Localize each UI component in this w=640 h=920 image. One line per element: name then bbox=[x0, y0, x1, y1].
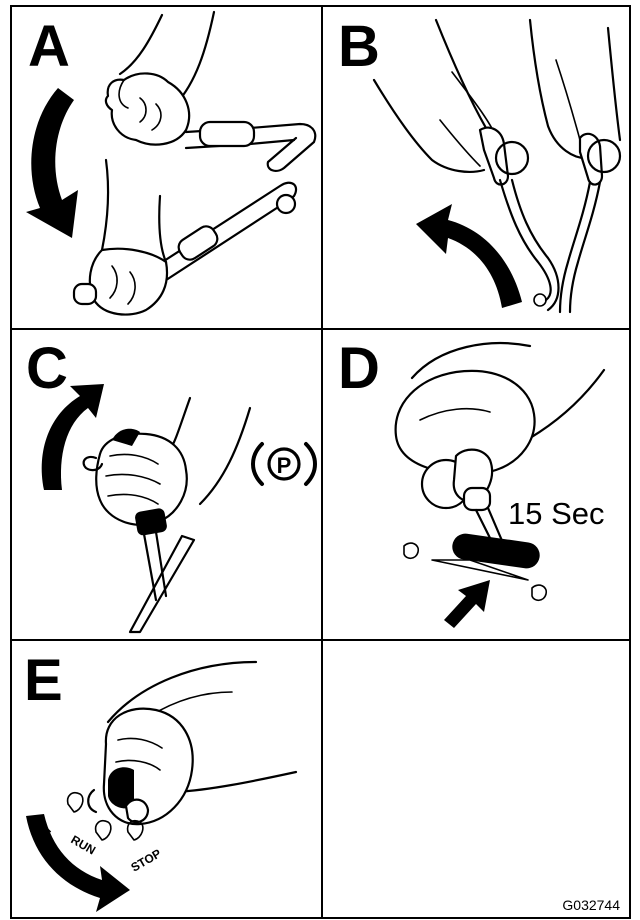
panel-c-label: C bbox=[26, 336, 68, 401]
hand-on-handle bbox=[84, 429, 187, 525]
switch-position-stop: STOP bbox=[129, 846, 164, 874]
panel-b-label: B bbox=[338, 14, 380, 79]
lower-hand-illustration bbox=[74, 160, 167, 315]
arrow-icon bbox=[444, 580, 490, 628]
panel-a-label: A bbox=[28, 14, 70, 79]
curved-arrow-icon bbox=[26, 814, 130, 912]
right-hand-illustration bbox=[530, 20, 620, 185]
panel-e: E ART RUN STOP bbox=[24, 648, 296, 912]
switch-position-run: RUN bbox=[69, 832, 99, 857]
hand-turning-key bbox=[88, 709, 192, 825]
lever-upper bbox=[186, 122, 315, 171]
panel-e-label: E bbox=[24, 648, 63, 713]
duration-text: 15 Sec bbox=[508, 496, 605, 531]
hand-pressing-pedal bbox=[396, 371, 535, 510]
panel-d: D 15 Sec bbox=[338, 336, 605, 628]
panel-c: C P bbox=[26, 336, 315, 632]
lever-handle bbox=[130, 507, 194, 632]
left-hand-illustration bbox=[374, 20, 528, 185]
curved-arrow-icon bbox=[26, 88, 78, 238]
lever-b-right bbox=[560, 182, 600, 312]
upper-hand-illustration bbox=[106, 12, 214, 145]
parking-symbol-text: P bbox=[277, 453, 292, 478]
lever-lower bbox=[150, 183, 296, 284]
figure-id: G032744 bbox=[562, 897, 620, 913]
parking-brake-icon: P bbox=[253, 444, 315, 484]
panel-d-label: D bbox=[338, 336, 380, 401]
panel-a: A bbox=[26, 12, 315, 315]
panel-b: B bbox=[338, 14, 620, 312]
curved-arrow-icon bbox=[416, 204, 522, 308]
